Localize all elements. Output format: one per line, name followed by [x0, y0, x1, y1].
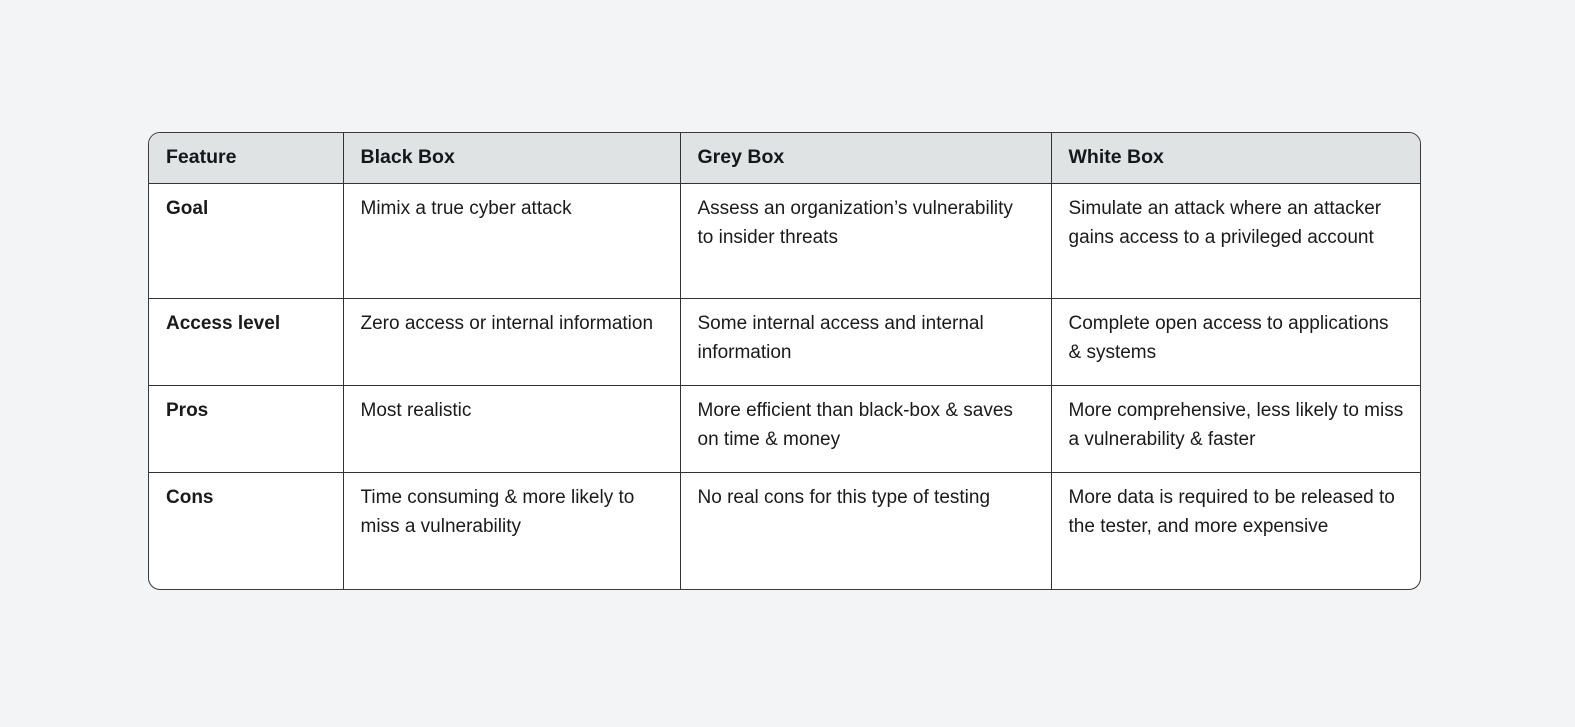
table-row-cons: Cons Time consuming & more likely to mis… [149, 471, 1420, 589]
cell-access-grey-box: Some internal access and internal inform… [679, 297, 1052, 386]
column-header-grey-box: Grey Box [679, 133, 1052, 184]
cell-cons-black-box: Time consuming & more likely to miss a v… [342, 471, 681, 589]
cell-access-white-box: Complete open access to applications & s… [1050, 297, 1420, 386]
cell-cons-grey-box: No real cons for this type of testing [679, 471, 1052, 589]
comparison-table-card: Feature Black Box Grey Box White Box Goa… [148, 132, 1421, 590]
column-header-black-box: Black Box [342, 133, 681, 184]
column-header-white-box: White Box [1050, 133, 1420, 184]
table-row-access-level: Access level Zero access or internal inf… [149, 297, 1420, 386]
column-header-feature: Feature [149, 133, 344, 184]
comparison-table: Feature Black Box Grey Box White Box Goa… [149, 133, 1420, 589]
table-row-pros: Pros Most realistic More efficient than … [149, 384, 1420, 473]
cell-goal-white-box: Simulate an attack where an attacker gai… [1050, 182, 1420, 299]
cell-goal-black-box: Mimix a true cyber attack [342, 182, 681, 299]
cell-pros-black-box: Most realistic [342, 384, 681, 473]
cell-cons-white-box: More data is required to be released to … [1050, 471, 1420, 589]
row-label-goal: Goal [149, 182, 344, 299]
row-label-pros: Pros [149, 384, 344, 473]
row-label-access-level: Access level [149, 297, 344, 386]
row-label-cons: Cons [149, 471, 344, 589]
cell-pros-grey-box: More efficient than black-box & saves on… [679, 384, 1052, 473]
cell-access-black-box: Zero access or internal information [342, 297, 681, 386]
cell-pros-white-box: More comprehensive, less likely to miss … [1050, 384, 1420, 473]
cell-goal-grey-box: Assess an organization’s vulnerability t… [679, 182, 1052, 299]
table-header-row: Feature Black Box Grey Box White Box [149, 133, 1420, 184]
table-row-goal: Goal Mimix a true cyber attack Assess an… [149, 182, 1420, 299]
